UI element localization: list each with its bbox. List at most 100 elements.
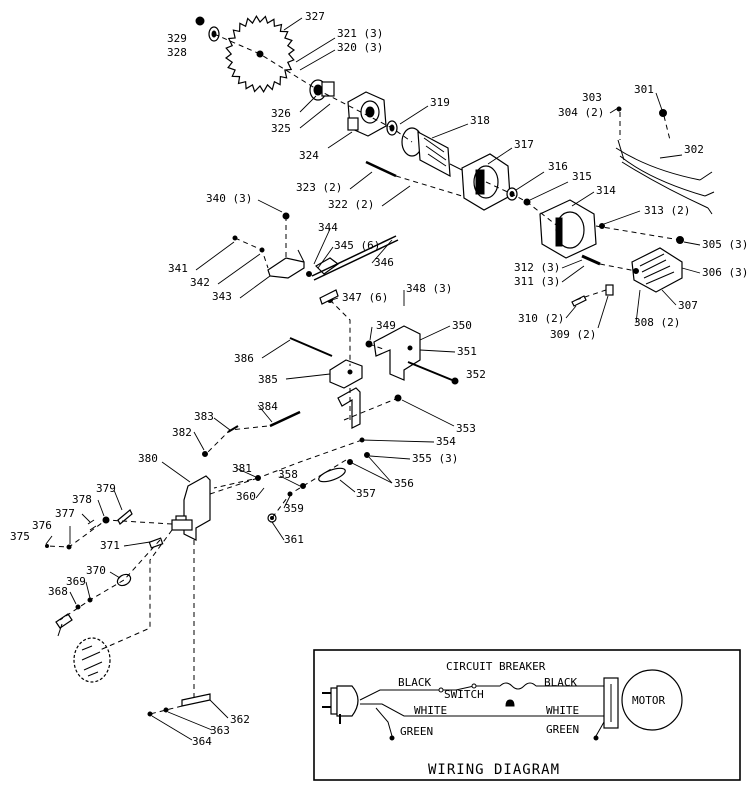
motor-end-housing-314	[539, 199, 597, 259]
callout-316: 316	[548, 160, 568, 173]
callout-386: 386	[234, 352, 254, 365]
black-wire-label-right: BLACK	[544, 676, 577, 689]
brush-309	[605, 284, 614, 296]
brush-310	[571, 295, 587, 307]
callout-378: 378	[72, 493, 92, 506]
switch-plate-380	[171, 475, 211, 541]
wiring-diagram: CIRCUIT BREAKER BLACK SWITCH BLACK WHITE…	[313, 649, 741, 781]
switch-label: SWITCH	[444, 688, 484, 701]
callout-325: 325	[271, 122, 291, 135]
callout-327: 327	[305, 10, 325, 23]
motor-icon	[603, 669, 683, 731]
white-wire-label-left: WHITE	[414, 704, 447, 717]
callout-308: 308 (2)	[634, 316, 680, 329]
clip-347	[319, 289, 339, 305]
screw-303	[616, 106, 622, 112]
callout-355: 355 (3)	[412, 452, 458, 465]
screw-313	[599, 223, 605, 229]
callout-313: 313 (2)	[644, 204, 690, 217]
callout-359: 359	[284, 502, 304, 515]
motor-label: MOTOR	[632, 694, 665, 707]
plug-icon	[322, 685, 359, 724]
callout-322: 322 (2)	[328, 198, 374, 211]
callout-353: 353	[456, 422, 476, 435]
callout-306: 306 (3)	[702, 266, 748, 279]
callout-361: 361	[284, 533, 304, 546]
wiring-diagram-frame	[313, 649, 741, 781]
brush-cap-307	[631, 247, 683, 293]
green-wire-label-right: GREEN	[546, 723, 579, 736]
knob-370	[116, 573, 132, 587]
black-wire-label-left: BLACK	[398, 676, 431, 689]
leader-lines	[45, 17, 701, 741]
callout-364: 364	[192, 735, 212, 748]
callout-343: 343	[212, 290, 232, 303]
callout-354: 354	[436, 435, 456, 448]
callout-310: 310 (2)	[518, 312, 564, 325]
bracket-385	[329, 359, 363, 389]
callout-340: 340 (3)	[206, 192, 252, 205]
callout-323: 323 (2)	[296, 181, 342, 194]
callout-376: 376	[32, 519, 52, 532]
callout-314: 314	[596, 184, 616, 197]
callout-375: 375	[10, 530, 30, 543]
part-379	[117, 509, 133, 525]
callout-302: 302	[684, 143, 704, 156]
callout-381: 381	[232, 462, 252, 475]
callout-312: 312 (3)	[514, 261, 560, 274]
callout-385: 385	[258, 373, 278, 386]
green-wire-label-left: GREEN	[400, 725, 433, 738]
callout-369: 369	[66, 575, 86, 588]
callout-362: 362	[230, 713, 250, 726]
blade-nut-329	[195, 16, 205, 26]
screws-311-312	[581, 254, 601, 266]
callout-382: 382	[172, 426, 192, 439]
screw-352	[407, 361, 453, 381]
callout-labels: 327 329 328 321 (3) 320 (3) 326 325 324 …	[10, 10, 748, 748]
callout-304: 304 (2)	[558, 106, 604, 119]
callout-318: 318	[470, 114, 490, 127]
part-368	[55, 613, 73, 629]
rod-346	[311, 235, 397, 277]
circuit-breaker-coil-icon	[499, 682, 537, 690]
wiring-diagram-title: WIRING DIAGRAM	[428, 762, 560, 778]
callout-303: 303	[582, 91, 602, 104]
callout-320: 320 (3)	[337, 41, 383, 54]
callout-363: 363	[210, 724, 230, 737]
callout-315: 315	[572, 170, 592, 183]
washer-357	[318, 467, 346, 483]
callout-384: 384	[258, 400, 278, 413]
callout-344: 344	[318, 221, 338, 234]
gearbox-housing-324	[347, 91, 387, 137]
callout-358: 358	[278, 468, 298, 481]
callout-383: 383	[194, 410, 214, 423]
screw-301	[659, 109, 667, 117]
callout-348: 348 (3)	[406, 282, 452, 295]
spring-377	[87, 519, 97, 531]
callout-326: 326	[271, 107, 291, 120]
callout-360: 360	[236, 490, 256, 503]
callout-346: 346	[374, 256, 394, 269]
callout-311: 311 (3)	[514, 275, 560, 288]
white-wire-label-right: WHITE	[546, 704, 579, 717]
cord-302	[615, 139, 715, 215]
screw-323	[365, 160, 397, 178]
base-plate-362	[181, 693, 211, 707]
pin-386	[289, 337, 333, 357]
bracket-350	[373, 325, 421, 381]
callout-380: 380	[138, 452, 158, 465]
callout-352: 352	[466, 368, 486, 381]
callout-351: 351	[457, 345, 477, 358]
assembly-lines	[46, 33, 681, 715]
armature-318	[401, 127, 463, 178]
callout-328: 328	[167, 46, 187, 59]
callout-341: 341	[168, 262, 188, 275]
callout-370: 370	[86, 564, 106, 577]
callout-345: 345 (6)	[334, 239, 380, 252]
callout-377: 377	[55, 507, 75, 520]
bracket-354	[337, 387, 361, 429]
callout-319: 319	[430, 96, 450, 109]
callout-307: 307	[678, 299, 698, 312]
callout-350: 350	[452, 319, 472, 332]
